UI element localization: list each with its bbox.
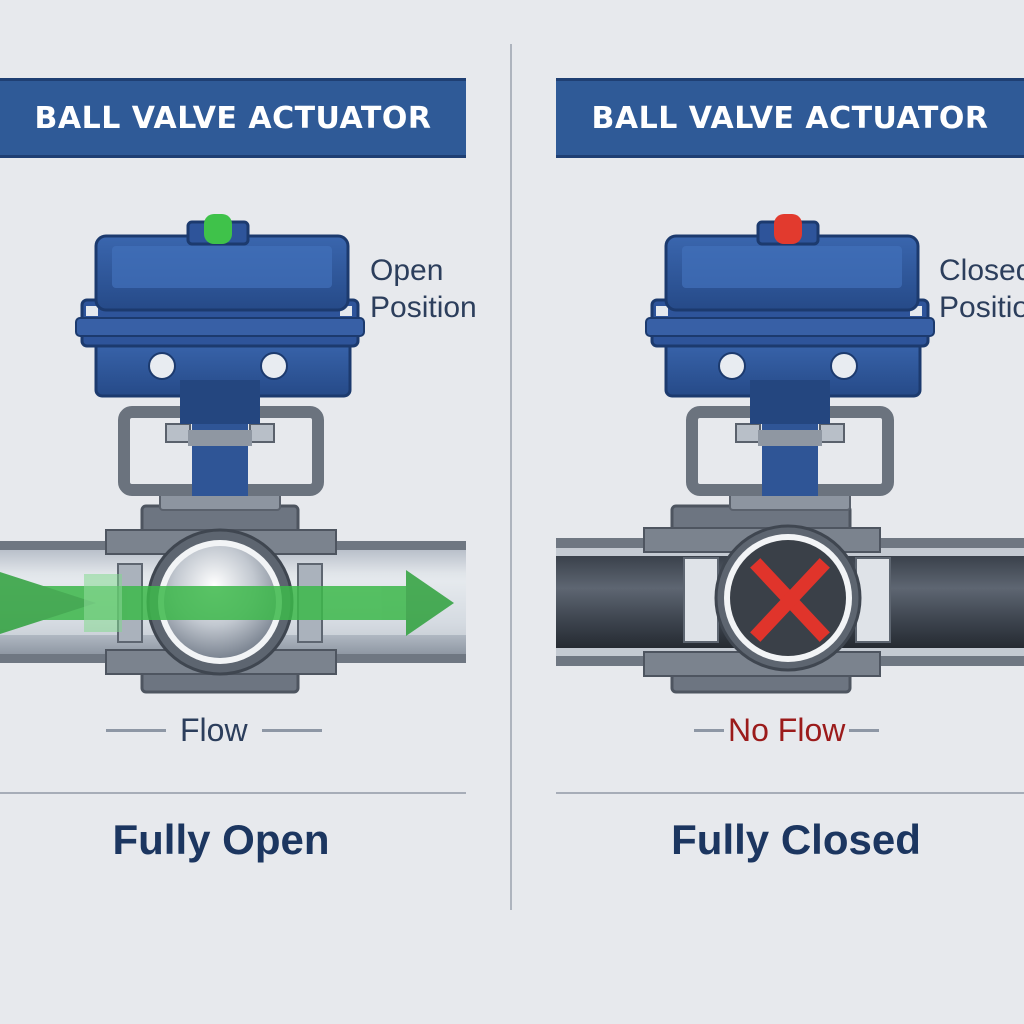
no-flow-caption: No Flow xyxy=(694,708,880,752)
actuator xyxy=(75,214,365,424)
closed-state-title: Fully Closed xyxy=(671,816,921,863)
center-divider xyxy=(510,44,512,910)
flow-caption: Flow xyxy=(106,708,322,752)
position-label-line1: Closed xyxy=(939,254,1024,287)
open-panel-divider-line xyxy=(0,792,466,794)
green-indicator-light-icon xyxy=(204,214,232,244)
position-label-line2: Position xyxy=(939,291,1024,324)
red-x-icon xyxy=(750,558,830,642)
flow-caption-text: Flow xyxy=(180,711,248,748)
green-arrow-icon xyxy=(0,570,454,636)
caption-dash-right xyxy=(261,728,322,732)
actuator xyxy=(645,214,935,424)
closed-panel-divider-line xyxy=(556,792,1024,794)
open-valve-diagram xyxy=(0,214,466,694)
closed-valve-diagram xyxy=(556,214,1024,694)
position-label-line2: Position xyxy=(370,291,477,324)
open-panel-banner: BALL VALVE ACTUATOR xyxy=(0,78,466,158)
open-position-label: Open Position xyxy=(370,252,477,326)
caption-dash-right xyxy=(849,728,880,732)
open-valve-panel: BALL VALVE ACTUATOR xyxy=(0,78,477,863)
caption-dash-left xyxy=(694,728,724,732)
closed-panel-banner: BALL VALVE ACTUATOR xyxy=(556,78,1024,158)
open-state-title: Fully Open xyxy=(112,816,330,863)
no-flow-caption-text: No Flow xyxy=(728,711,846,748)
yoke-bracket xyxy=(686,406,894,511)
caption-dash-left xyxy=(106,728,166,732)
closed-position-label: Closed Position xyxy=(939,252,1024,326)
closed-valve-panel: BALL VALVE ACTUATOR xyxy=(512,0,1024,1024)
yoke-bracket xyxy=(118,406,324,511)
position-label-line1: Open xyxy=(370,254,444,287)
red-indicator-light-icon xyxy=(774,214,802,244)
